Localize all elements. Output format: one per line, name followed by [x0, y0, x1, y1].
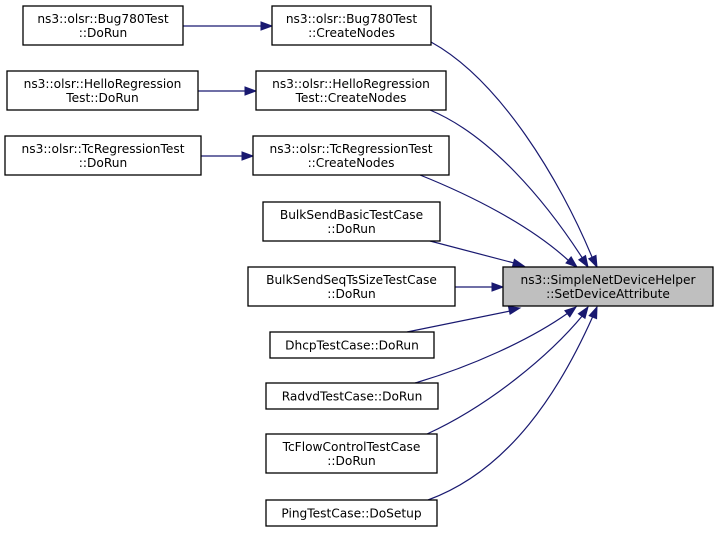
node-box[interactable] — [4, 135, 202, 176]
node-box[interactable] — [22, 5, 184, 46]
node-box[interactable] — [6, 70, 199, 111]
node-radvd-dorun[interactable]: RadvdTestCase::DoRun — [265, 382, 439, 410]
arrowhead-icon — [491, 282, 505, 292]
node-box[interactable] — [265, 499, 438, 527]
edges-layer — [183, 21, 598, 501]
edge-bulksendbasic-dorun-to-target — [429, 240, 526, 268]
node-box[interactable] — [265, 433, 438, 474]
node-label-line: ::CreateNodes — [308, 26, 395, 40]
node-bulksendseq-dorun[interactable]: BulkSendSeqTsSizeTestCase::DoRun — [247, 266, 456, 307]
edge-bug780-dorun-to-bug780-createnodes — [183, 21, 274, 31]
edge-hello-dorun-to-hello-createnodes — [198, 86, 258, 96]
arrowhead-icon — [565, 255, 579, 268]
node-bug780-dorun[interactable]: ns3::olsr::Bug780Test::DoRun — [22, 5, 184, 46]
node-label-line: ns3::olsr::HelloRegression — [24, 77, 182, 91]
edge-hello-createnodes-to-target — [429, 109, 589, 269]
edge-line — [419, 174, 570, 262]
node-box[interactable] — [262, 201, 441, 242]
edge-tc-createnodes-to-target — [419, 174, 579, 268]
edge-line — [406, 310, 511, 333]
edge-line — [430, 41, 593, 258]
arrowhead-icon — [577, 305, 589, 320]
node-label-line: ns3::SimpleNetDeviceHelper — [520, 273, 696, 287]
edge-line — [414, 312, 569, 384]
node-box[interactable] — [252, 135, 450, 176]
edge-bulksendseq-dorun-to-target — [455, 282, 505, 292]
node-box[interactable] — [502, 266, 714, 307]
node-label-line: ns3::olsr::HelloRegression — [272, 77, 430, 91]
node-label-line: ::DoRun — [327, 287, 375, 301]
node-box[interactable] — [247, 266, 456, 307]
node-tc-createnodes[interactable]: ns3::olsr::TcRegressionTest::CreateNodes — [252, 135, 450, 176]
node-label-line: PingTestCase::DoSetup — [281, 507, 422, 521]
edge-line — [427, 315, 594, 501]
arrowhead-icon — [587, 254, 598, 269]
node-label-line: BulkSendSeqTsSizeTestCase — [266, 273, 437, 287]
arrowhead-icon — [241, 151, 255, 161]
edge-line — [429, 240, 515, 264]
node-label-line: BulkSendBasicTestCase — [280, 208, 423, 222]
node-box[interactable] — [269, 331, 435, 359]
arrowhead-icon — [511, 258, 526, 268]
node-label-line: ::DoRun — [327, 454, 375, 468]
arrowhead-icon — [577, 254, 589, 269]
node-label-line: ns3::olsr::Bug780Test — [286, 12, 418, 26]
node-label-line: RadvdTestCase::DoRun — [282, 390, 423, 404]
node-label-line: ::DoRun — [79, 156, 127, 170]
target-node[interactable]: ns3::SimpleNetDeviceHelper::SetDeviceAtt… — [502, 266, 714, 307]
nodes-layer: ns3::olsr::Bug780Test::DoRunns3::olsr::B… — [4, 5, 714, 527]
node-bug780-createnodes[interactable]: ns3::olsr::Bug780Test::CreateNodes — [271, 5, 432, 46]
node-tcflow-dorun[interactable]: TcFlowControlTestCase::DoRun — [265, 433, 438, 474]
edge-tcflow-dorun-to-target — [426, 305, 589, 435]
node-ping-dosetup[interactable]: PingTestCase::DoSetup — [265, 499, 438, 527]
node-box[interactable] — [271, 5, 432, 46]
node-box[interactable] — [265, 382, 439, 410]
node-hello-createnodes[interactable]: ns3::olsr::HelloRegressionTest::CreateNo… — [255, 70, 447, 111]
arrowhead-icon — [260, 21, 274, 31]
node-bulksendbasic-dorun[interactable]: BulkSendBasicTestCase::DoRun — [262, 201, 441, 242]
edge-ping-dosetup-to-target — [427, 305, 598, 501]
edge-bug780-createnodes-to-target — [430, 41, 598, 269]
arrowhead-icon — [564, 306, 578, 318]
node-dhcp-dorun[interactable]: DhcpTestCase::DoRun — [269, 331, 435, 359]
edge-tc-dorun-to-tc-createnodes — [201, 151, 255, 161]
edge-dhcp-dorun-to-target — [406, 305, 522, 333]
edge-line — [429, 109, 584, 260]
node-label-line: ns3::olsr::TcRegressionTest — [270, 142, 433, 156]
node-tc-dorun[interactable]: ns3::olsr::TcRegressionTest::DoRun — [4, 135, 202, 176]
node-label-line: TcFlowControlTestCase — [282, 440, 421, 454]
node-label-line: ::DoRun — [327, 222, 375, 236]
arrowhead-icon — [588, 305, 598, 320]
edge-line — [426, 314, 584, 435]
node-label-line: Test::DoRun — [65, 91, 138, 105]
node-label-line: Test::CreateNodes — [295, 91, 407, 105]
node-label-line: ::CreateNodes — [308, 156, 395, 170]
node-label-line: ns3::olsr::Bug780Test — [37, 12, 169, 26]
node-label-line: ::DoRun — [79, 26, 127, 40]
node-label-line: ::SetDeviceAttribute — [546, 287, 670, 301]
node-box[interactable] — [255, 70, 447, 111]
node-label-line: DhcpTestCase::DoRun — [285, 339, 419, 353]
arrowhead-icon — [244, 86, 258, 96]
edge-radvd-dorun-to-target — [414, 306, 578, 384]
node-label-line: ns3::olsr::TcRegressionTest — [22, 142, 185, 156]
arrowhead-icon — [507, 305, 522, 316]
